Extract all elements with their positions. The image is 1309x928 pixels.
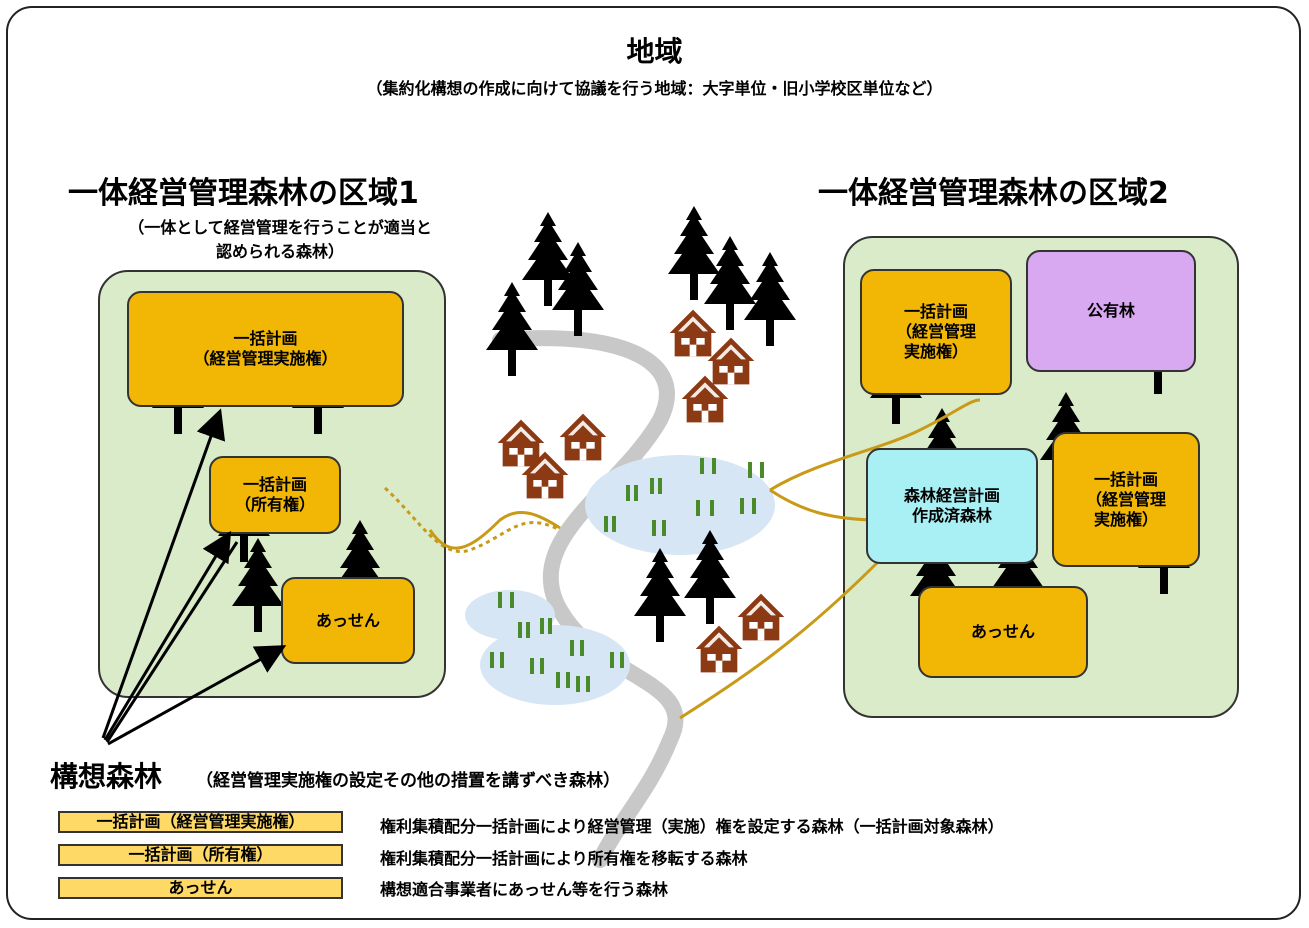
zone2-plan-management-box-a: 一括計画 （経営管理 実施権） (860, 269, 1012, 395)
zone2-public-forest-label: 公有林 (1086, 301, 1135, 320)
zone1-note-line2: 認められる森林） (215, 242, 344, 261)
zone2-public-forest-box: 公有林 (1026, 250, 1196, 372)
forest-path (679, 558, 882, 720)
concept-arrow (107, 645, 287, 746)
concept-arrow (101, 408, 226, 739)
zone2-plan-management-label-b: 一括計画 （経営管理 実施権） (1085, 469, 1166, 529)
legend-swatch-mediation: あっせん (58, 877, 343, 899)
zone2-plan-management-box-b: 一括計画 （経営管理 実施権） (1052, 432, 1200, 567)
grass (490, 458, 764, 692)
zone1-note-line1: （一体として経営管理を行うことが適当と (128, 218, 432, 237)
zone1-plan-management-label: 一括計画 （経営管理実施権） (193, 329, 338, 368)
legend-text-management: 権利集積配分一括計画により経営管理（実施）権を設定する森林（一括計画対象森林） (380, 817, 1004, 836)
legend-text-ownership: 権利集積配分一括計画により所有権を移転する森林 (380, 849, 748, 868)
region-frame (6, 6, 1301, 920)
zone1-mediation-label: あっせん (315, 610, 380, 630)
concept-arrow (105, 541, 239, 743)
road (492, 330, 684, 868)
zone2-plan-management-label-a: 一括計画 （経営管理 実施権） (895, 302, 976, 361)
legend-swatch-management: 一括計画（経営管理実施権） (58, 811, 343, 833)
pond (585, 455, 775, 555)
zone1-title: 一体経営管理森林の区域1 (68, 176, 419, 211)
zone2-mediation-box: あっせん (918, 586, 1088, 678)
pond (480, 625, 630, 705)
zone1-plan-ownership-box: 一括計画 （所有権） (209, 456, 341, 534)
legend-text-mediation: 構想適合事業者にあっせん等を行う森林 (380, 880, 669, 899)
zone2-title: 一体経営管理森林の区域2 (818, 176, 1169, 211)
zone1-plan-ownership-label: 一括計画 （所有権） (234, 475, 315, 514)
zone1-mediation-box: あっせん (281, 577, 415, 664)
region-subtitle: （集約化構想の作成に向けて協議を行う地域：大字単位・旧小学校区単位など） (366, 79, 943, 98)
zone2-mediation-label: あっせん (970, 622, 1035, 641)
forest-path (428, 511, 561, 550)
concept-arrow (103, 530, 232, 741)
forest-path (769, 488, 881, 522)
forest-path (769, 398, 981, 492)
legend-swatch-ownership: 一括計画（所有権） (58, 844, 343, 866)
zone2-planned-forest-label: 森林経営計画 作成済森林 (903, 486, 1000, 525)
zone2-planned-forest-box: 森林経営計画 作成済森林 (866, 448, 1038, 564)
concept-note: （経営管理実施権の設定その他の措置を講ずべき森林） (196, 771, 621, 791)
concept-title: 構想森林 (50, 760, 163, 793)
region-title: 地域 (626, 35, 683, 68)
zone1-plan-management-box: 一括計画 （経営管理実施権） (127, 291, 404, 407)
